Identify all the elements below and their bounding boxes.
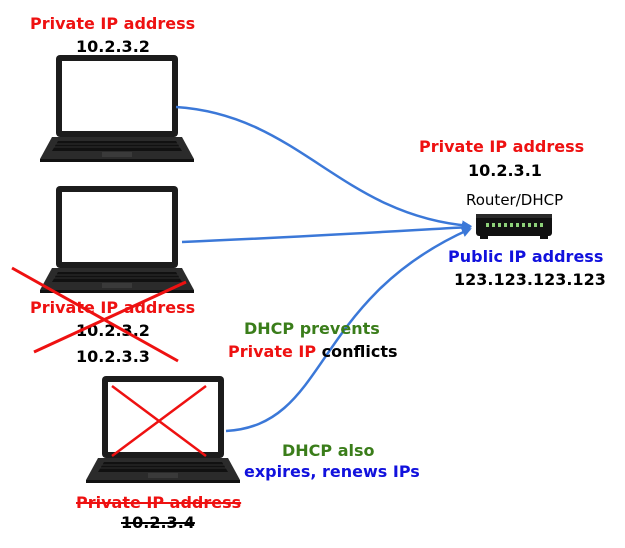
laptop1-ip: 10.2.3.2 — [76, 37, 150, 56]
router-name: Router/DHCP — [466, 191, 564, 209]
router-private-ip-label: Private IP address — [419, 137, 585, 156]
arrow-laptop3-router — [225, 227, 472, 433]
laptop-icon — [85, 375, 241, 484]
arrow-laptop2-router — [181, 222, 472, 244]
cross-out-icon — [111, 384, 207, 458]
laptop-icon — [39, 185, 195, 294]
note-conflicts-black: conflicts — [316, 342, 398, 361]
note-expires-line1: DHCP also — [282, 441, 375, 460]
router-public-ip: 123.123.123.123 — [454, 270, 606, 289]
note-conflicts-line1: DHCP prevents — [244, 319, 380, 338]
note-conflicts-line2: Private IP conflicts — [228, 342, 398, 361]
note-conflicts-red: Private IP — [228, 342, 317, 361]
laptop2-ip-label: Private IP address — [30, 298, 196, 317]
laptop3-ip: 10.2.3.4 — [121, 513, 195, 532]
arrow-laptop1-router — [175, 105, 472, 231]
router-icon — [476, 214, 552, 239]
laptop2-ip-new: 10.2.3.3 — [76, 347, 150, 366]
connection-arrows — [175, 105, 472, 433]
laptop2-ip-old: 10.2.3.2 — [76, 321, 150, 340]
laptop-icon — [39, 54, 195, 163]
laptop3-ip-label: Private IP address — [76, 493, 242, 512]
laptop1-ip-label: Private IP address — [30, 14, 196, 33]
router-public-ip-label: Public IP address — [448, 247, 604, 266]
note-expires-line2: expires, renews IPs — [244, 462, 420, 481]
router-private-ip: 10.2.3.1 — [468, 161, 542, 180]
